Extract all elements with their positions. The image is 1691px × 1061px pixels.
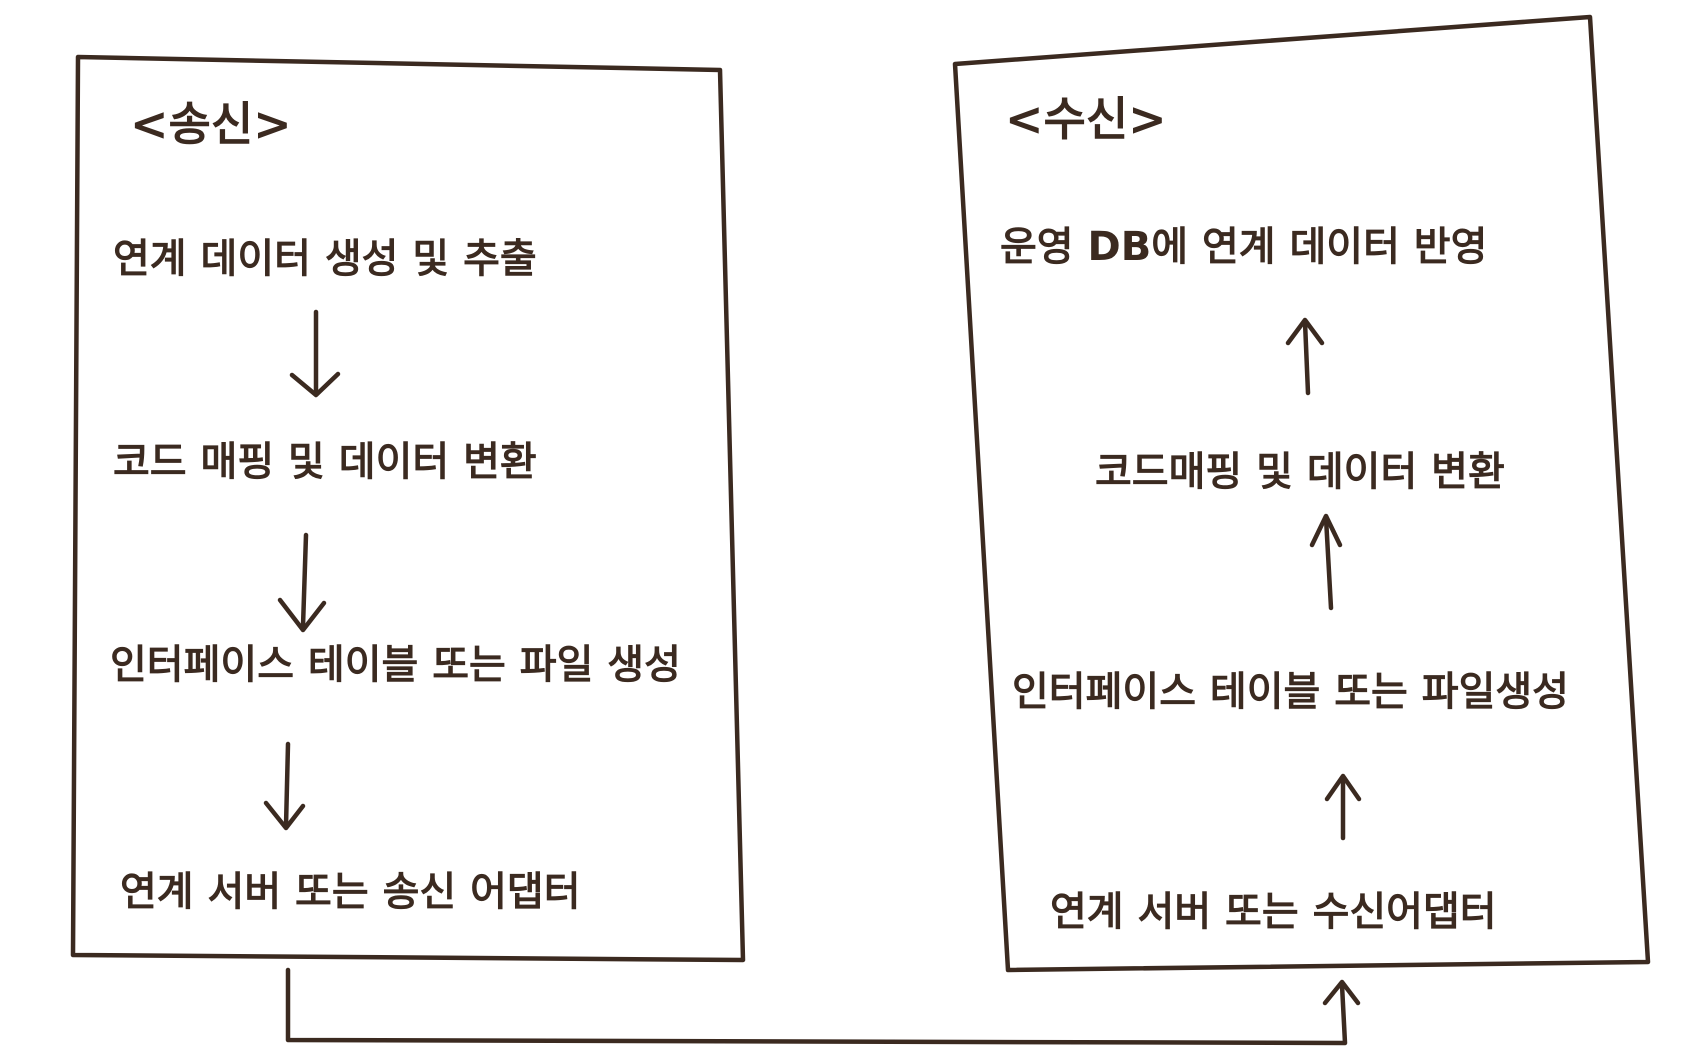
send-to-receive-connector [285,967,1361,1046]
send-step-1: 연계 데이터 생성 및 추출 [113,236,537,282]
receive-box [952,14,1651,973]
send-arrow-3 [263,741,306,831]
send-arrow-1 [289,309,341,398]
receive-arrow-2 [1309,513,1343,611]
receive-title: <수신> [1005,92,1167,146]
receive-arrow-3 [1324,773,1362,841]
send-title: <송신> [130,97,292,151]
send-step-2: 코드 매핑 및 데이터 변환 [113,439,537,485]
receive-step-1: 운영 DB에 연계 데이터 반영 [1000,224,1487,270]
send-box [70,54,746,963]
send-step-3: 인터페이스 테이블 또는 파일 생성 [110,642,681,688]
receive-step-3: 인터페이스 테이블 또는 파일생성 [1012,669,1569,715]
send-step-4: 연계 서버 또는 송신 어댑터 [120,869,581,915]
receive-step-4: 연계 서버 또는 수신어댑터 [1050,889,1497,935]
receive-arrow-1 [1285,317,1325,396]
receive-step-2: 코드매핑 및 데이터 변환 [1095,449,1505,495]
send-arrow-2 [277,532,327,633]
